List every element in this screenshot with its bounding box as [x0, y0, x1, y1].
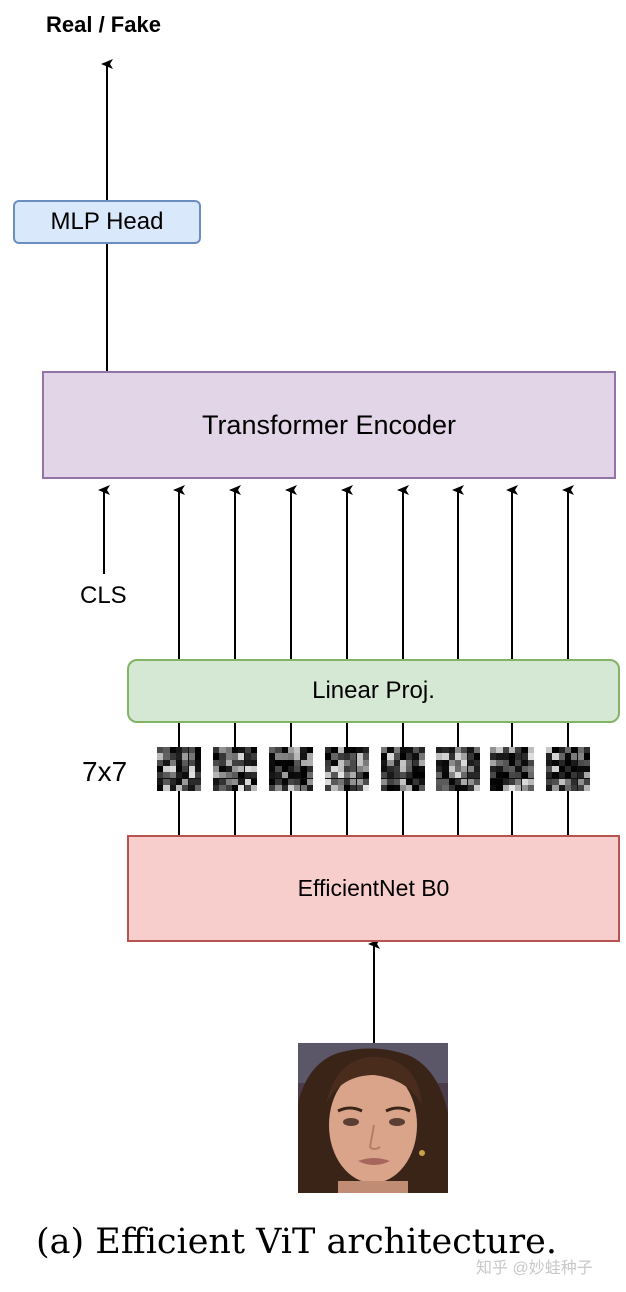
transformer-encoder-label: Transformer Encoder [201, 409, 457, 440]
feature-map-thumbnail [213, 747, 257, 791]
efficientnet-label: EfficientNet B0 [297, 875, 450, 901]
transformer-encoder-block: Transformer Encoder [42, 371, 616, 479]
output-label: Real / Fake [46, 12, 161, 37]
feature-map-thumbnail [157, 747, 201, 791]
cls-token-label: CLS [80, 582, 127, 609]
feature-map-thumbnail [436, 747, 480, 791]
figure-caption: (a) Efficient ViT architecture. [36, 1222, 557, 1262]
linear-projection-block: Linear Proj. [127, 659, 620, 723]
feature-grid-label: 7x7 [82, 756, 128, 787]
mlp-head-block: MLP Head [13, 200, 201, 244]
input-face-image [298, 1043, 448, 1193]
feature-map-thumbnail [325, 747, 369, 791]
feature-map-thumbnail [269, 747, 313, 791]
watermark: 知乎 @妙蛙种子 [476, 1260, 593, 1277]
mlp-head-label: MLP Head [50, 208, 164, 235]
efficientnet-block: EfficientNet B0 [127, 835, 620, 942]
feature-map-thumbnail [546, 747, 590, 791]
linear-projection-label: Linear Proj. [312, 677, 435, 704]
feature-map-thumbnail [381, 747, 425, 791]
feature-map-thumbnail [490, 747, 534, 791]
